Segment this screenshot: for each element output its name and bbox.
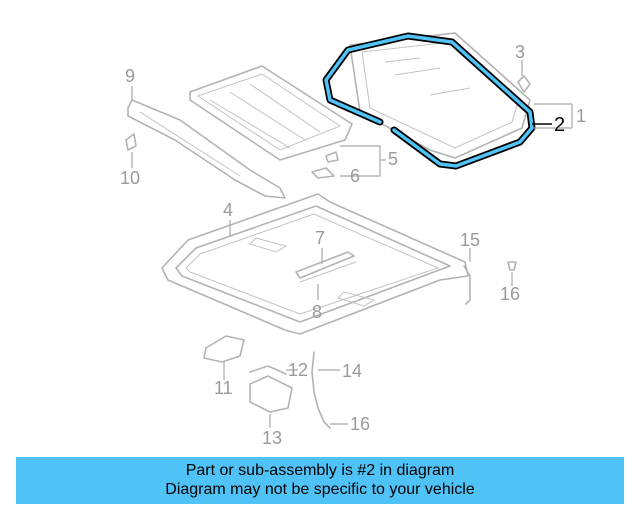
callout-13: 13 [262, 428, 282, 448]
leader-lines [131, 60, 573, 428]
sunshade-panel [189, 65, 353, 161]
sunroof-frame [161, 193, 469, 335]
callout-14: 14 [342, 361, 362, 381]
caption-line-1: Part or sub-assembly is #2 in diagram [185, 462, 455, 479]
callout-4: 4 [223, 200, 233, 220]
callout-10: 10 [120, 168, 140, 188]
callout-8: 8 [312, 302, 322, 322]
callout-9: 9 [125, 66, 135, 86]
callout-2: 2 [554, 114, 565, 136]
callout-3: 3 [515, 42, 525, 62]
guide-rail [295, 251, 357, 283]
callout-5: 5 [388, 149, 398, 169]
drain-hose-part-14 [311, 351, 331, 429]
glass-panel [349, 32, 531, 159]
caption-line-2: Diagram may not be specific to your vehi… [165, 481, 475, 498]
bolt-part-5 [325, 151, 339, 163]
caption-banner: Part or sub-assembly is #2 in diagram Di… [16, 457, 624, 504]
drain-hose-part-15 [463, 265, 471, 305]
clip-part-16-top [507, 261, 517, 271]
callout-6: 6 [350, 166, 360, 186]
parts-diagram: 1 2 3 4 5 6 7 8 9 10 11 12 13 14 15 16 1… [120, 32, 586, 448]
wind-deflector [127, 99, 286, 199]
callout-16-bottom: 16 [350, 414, 370, 434]
screw-part-12 [249, 365, 287, 375]
callout-1: 1 [576, 106, 586, 126]
callout-12: 12 [288, 360, 308, 380]
callout-16-top: 16 [500, 284, 520, 304]
callout-15: 15 [460, 230, 480, 250]
clip-part-3 [517, 75, 531, 93]
weatherstrip-seal-highlight[interactable] [322, 32, 536, 170]
callout-11: 11 [214, 378, 233, 398]
screw-part-10 [125, 133, 137, 151]
callout-7: 7 [315, 228, 325, 248]
clip-part-6 [311, 167, 335, 179]
motor-part-11 [203, 335, 245, 363]
bracket-part-13 [249, 375, 293, 413]
